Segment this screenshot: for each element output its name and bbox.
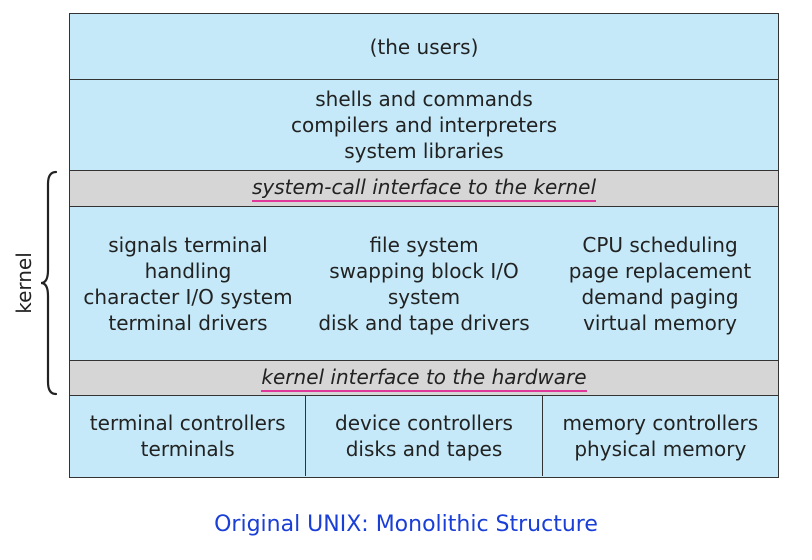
syscall-interface-label: system-call interface to the kernel (251, 175, 597, 202)
kernel-line: disk and tape drivers (318, 310, 530, 335)
kernel-line: swapping block I/O (329, 258, 519, 283)
kernel-column-signals: signals terminal handling character I/O … (70, 207, 306, 360)
hardware-line: device controllers (335, 411, 513, 435)
hardware-interface-layer: kernel interface to the hardware (70, 361, 778, 396)
kernel-line: file system (369, 232, 479, 257)
shells-line: compilers and interpreters (291, 113, 557, 137)
kernel-label: kernel (12, 252, 36, 314)
hardware-column-memory: memory controllers physical memory (543, 396, 778, 476)
figure-caption: Original UNIX: Monolithic Structure (214, 512, 598, 537)
kernel-line: system (387, 284, 461, 309)
kernel-column-cpu: CPU scheduling page replacement demand p… (542, 207, 778, 360)
shells-line: shells and commands (315, 87, 533, 111)
users-layer-label: (the users) (369, 34, 479, 59)
hardware-interface-label: kernel interface to the hardware (261, 365, 587, 392)
kernel-line: handling (144, 258, 232, 283)
kernel-brace (40, 170, 58, 396)
users-layer: (the users) (70, 14, 778, 80)
hardware-line: physical memory (574, 437, 747, 461)
kernel-line: signals terminal (108, 232, 268, 257)
kernel-line: character I/O system (83, 284, 293, 309)
kernel-line: virtual memory (583, 310, 737, 335)
kernel-line: demand paging (581, 284, 739, 309)
hardware-line: terminal controllers (89, 411, 286, 435)
hardware-column-terminal: terminal controllers terminals (70, 396, 307, 476)
syscall-interface-layer: system-call interface to the kernel (70, 171, 778, 207)
unix-structure-diagram: (the users) shells and commands compiler… (69, 13, 779, 478)
hardware-layer: terminal controllers terminals device co… (70, 396, 778, 476)
hardware-column-device: device controllers disks and tapes (306, 396, 543, 476)
kernel-line: page replacement (568, 258, 752, 283)
kernel-column-filesystem: file system swapping block I/O system di… (306, 207, 542, 360)
hardware-line: disks and tapes (345, 437, 503, 461)
hardware-line: memory controllers (562, 411, 759, 435)
kernel-layer: signals terminal handling character I/O … (70, 207, 778, 361)
hardware-line: terminals (140, 437, 235, 461)
kernel-line: CPU scheduling (582, 232, 738, 257)
kernel-line: terminal drivers (108, 310, 268, 335)
shells-line: system libraries (344, 139, 504, 163)
shells-layer: shells and commands compilers and interp… (70, 80, 778, 171)
